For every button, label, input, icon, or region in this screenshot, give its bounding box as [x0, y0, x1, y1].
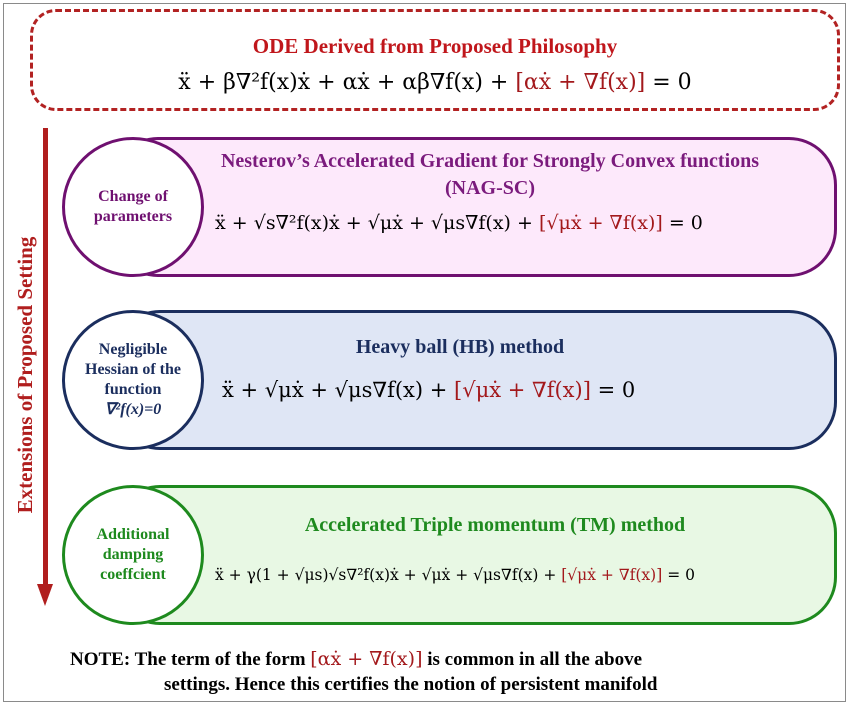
nag-sc-card: [110, 137, 837, 277]
proposed-ode-title: ODE Derived from Proposed Philosophy: [252, 34, 618, 58]
circle-line: ∇²f(x)=0: [104, 401, 162, 418]
circle-line: Change of: [98, 188, 168, 205]
triple-momentum-title: Accelerated Triple momentum (TM) method: [304, 514, 686, 536]
negligible-hessian-circle: Negligible Hessian of the function ∇²f(x…: [62, 310, 204, 450]
extension-arrow-head: [37, 584, 53, 606]
circle-line: Negligible: [98, 341, 168, 358]
heavy-ball-title: Heavy ball (HB) method: [355, 336, 565, 358]
proposed-ode-equation: ẍ + β∇²f(x)ẋ + αẋ + αβ∇f(x) + [αẋ + ∇f(x…: [178, 70, 692, 95]
extension-arrow-shaft: [43, 128, 48, 588]
triple-momentum-equation: ẍ + γ(1 + √μs)√s∇²f(x)ẋ + √μẋ + √μs∇f(x)…: [215, 566, 695, 584]
circle-line: coeffcient: [100, 566, 166, 583]
note-line-2: settings. Hence this certifies the notio…: [164, 674, 658, 695]
circle-line: damping: [102, 546, 164, 563]
circle-line: parameters: [93, 208, 173, 225]
nag-sc-equation: ẍ + √s∇²f(x)ẋ + √μẋ + √μs∇f(x) + [√μẋ + …: [215, 212, 703, 234]
circle-line: function: [104, 381, 162, 398]
heavy-ball-card: [112, 310, 837, 450]
triple-momentum-card: [112, 485, 837, 625]
circle-line: Hessian of the: [85, 361, 181, 378]
heavy-ball-equation: ẍ + √μẋ + √μs∇f(x) + [√μẋ + ∇f(x)] = 0: [222, 378, 636, 402]
additional-damping-circle: Additional damping coeffcient: [62, 485, 204, 625]
circle-line: Additional: [96, 526, 170, 543]
nag-sc-title: Nesterov’s Accelerated Gradient for Stro…: [220, 150, 760, 199]
change-of-parameters-circle: Change of parameters: [62, 137, 204, 277]
note-text: NOTE: The term of the form [αẋ + ∇f(x)] …: [70, 647, 820, 697]
note-term: [αẋ + ∇f(x)]: [310, 648, 423, 670]
extensions-side-label: Extensions of Proposed Setting: [13, 236, 37, 514]
diagram-frame: [3, 3, 846, 702]
proposed-ode-box: ODE Derived from Proposed Philosophy ẍ +…: [30, 9, 840, 111]
